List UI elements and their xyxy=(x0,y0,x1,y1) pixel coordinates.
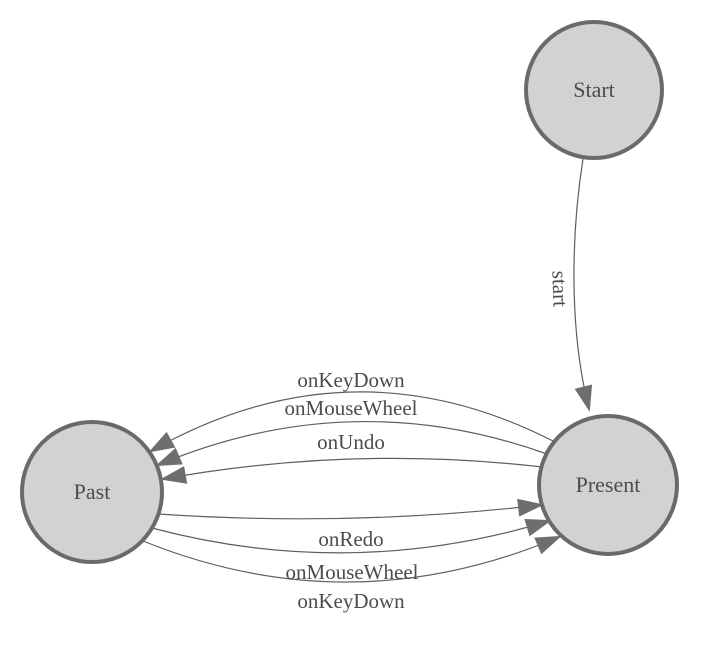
node-start-label: Start xyxy=(573,77,615,102)
node-present-label: Present xyxy=(576,472,641,497)
edge-start-to-present xyxy=(573,158,593,412)
node-group: Start Present Past xyxy=(20,20,679,564)
edge-label-start: start xyxy=(547,270,572,307)
edge-past-to-present-onkeydown xyxy=(142,535,562,583)
edge-label-onundo: onUndo xyxy=(317,430,385,454)
edge-label-onkeydown-top: onKeyDown xyxy=(297,368,405,392)
node-present-circle[interactable] xyxy=(537,414,679,556)
edge-label-onredo: onRedo xyxy=(318,527,383,551)
edge-label-onmousewheel-top: onMouseWheel xyxy=(285,396,418,420)
edge-past-to-present-onredo xyxy=(157,498,544,520)
node-present[interactable]: Present xyxy=(537,414,679,556)
node-past-circle[interactable] xyxy=(20,420,164,564)
node-past[interactable]: Past xyxy=(20,420,164,564)
edge-present-to-past-onmousewheel xyxy=(155,420,548,467)
edge-present-to-past-onkeydown xyxy=(148,391,554,453)
node-past-label: Past xyxy=(74,479,111,504)
edge-label-group: start onKeyDown onMouseWheel onUndo onRe… xyxy=(285,270,573,613)
edge-past-to-present-onmousewheel xyxy=(151,519,552,554)
edge-group xyxy=(142,158,593,583)
edge-present-to-past-onundo xyxy=(160,457,543,484)
node-start-circle[interactable] xyxy=(524,20,664,160)
node-start[interactable]: Start xyxy=(524,20,664,160)
edge-label-onkeydown-bottom: onKeyDown xyxy=(297,589,405,613)
edge-label-onmousewheel-bottom: onMouseWheel xyxy=(286,560,419,584)
